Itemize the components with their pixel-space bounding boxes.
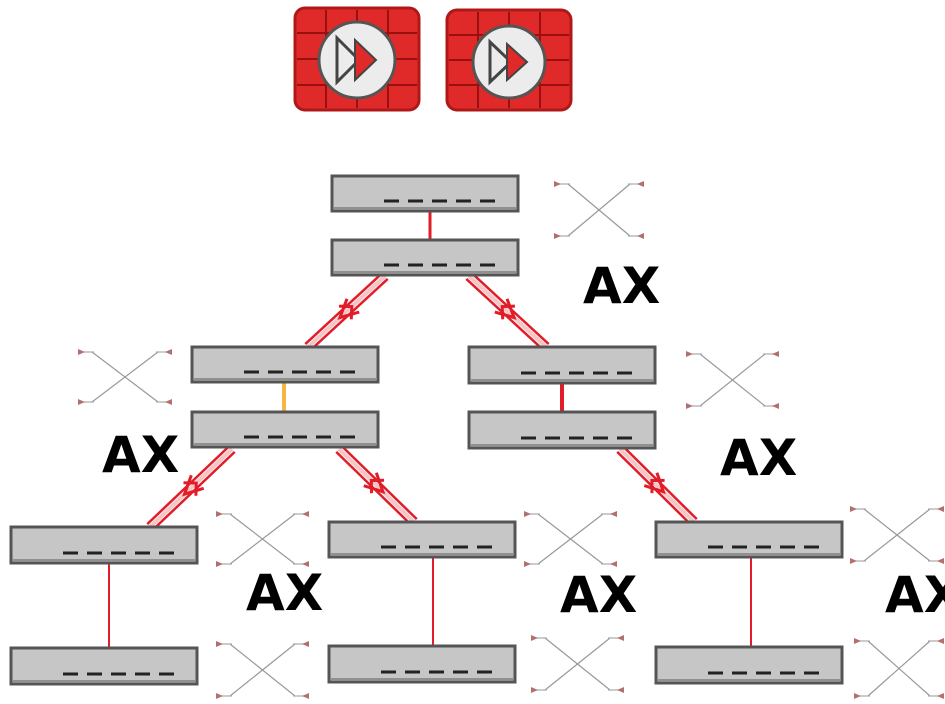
fast-forward-icon xyxy=(471,24,547,100)
crossover-arrows-icon xyxy=(216,511,309,567)
switch-node[interactable] xyxy=(190,345,380,384)
fast-forward-button-2[interactable] xyxy=(445,8,573,112)
link-double-red xyxy=(465,272,550,351)
ax-label: AX xyxy=(246,564,323,622)
fast-forward-icon xyxy=(317,20,397,100)
switch-node[interactable] xyxy=(330,174,520,213)
nodes-layer xyxy=(9,174,844,686)
switch-node[interactable] xyxy=(327,520,517,559)
switch-node[interactable] xyxy=(190,410,380,449)
aux-layer xyxy=(78,181,944,699)
switch-node[interactable] xyxy=(467,410,657,450)
switch-node[interactable] xyxy=(327,644,517,684)
ax-labels: AX AX AX AX AX AX xyxy=(102,257,945,624)
fast-forward-button-1[interactable] xyxy=(293,6,421,112)
crossover-arrows-icon xyxy=(554,181,644,239)
crossover-arrows-icon xyxy=(854,638,944,699)
link-double-red xyxy=(304,272,389,351)
ax-label: AX xyxy=(720,429,797,487)
switch-node[interactable] xyxy=(9,646,199,686)
crossover-arrows-icon xyxy=(78,349,172,405)
switch-node[interactable] xyxy=(654,520,844,559)
crossover-arrows-icon xyxy=(524,511,617,567)
crossover-arrows-icon xyxy=(686,351,779,409)
links-layer xyxy=(108,211,752,648)
crossover-arrows-icon xyxy=(850,506,944,564)
link-double-red xyxy=(146,445,236,531)
switch-node[interactable] xyxy=(654,645,844,685)
crossover-arrows-icon xyxy=(216,641,309,699)
ax-label: AX xyxy=(102,426,179,484)
ax-label: AX xyxy=(885,566,945,624)
link-double-red xyxy=(616,445,698,526)
crossover-arrows-icon xyxy=(531,635,624,693)
switch-node[interactable] xyxy=(9,525,199,565)
link-double-red xyxy=(335,445,418,526)
switch-node[interactable] xyxy=(330,238,520,277)
ax-label: AX xyxy=(560,566,637,624)
switch-node[interactable] xyxy=(467,345,657,385)
ax-label: AX xyxy=(583,257,660,315)
